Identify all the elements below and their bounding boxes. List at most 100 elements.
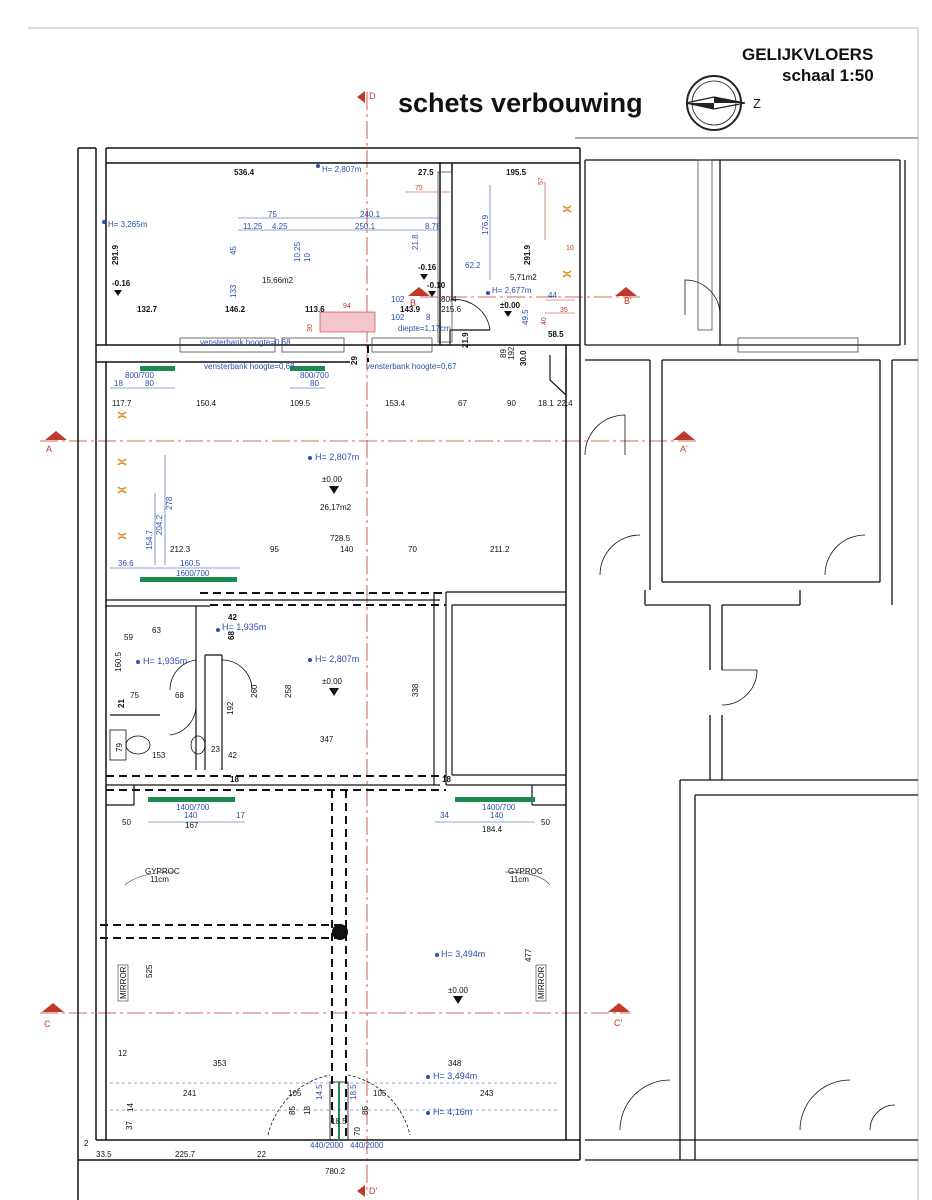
wc-dim-7: 23	[211, 745, 220, 754]
column-marker	[332, 924, 348, 940]
front-sill-3: 105	[373, 1089, 387, 1098]
back-inner-10: 21.8	[411, 234, 420, 250]
wc-dim-3: 68	[175, 691, 184, 700]
main-doors	[169, 299, 491, 1136]
back-room-area: 15,66m2	[262, 276, 294, 285]
living-top-3: 109.5	[290, 399, 311, 408]
back-inner-12: 94	[343, 303, 351, 310]
front-height-3: H= 4,16m	[433, 1107, 472, 1117]
section-label-d-prime: D'	[369, 1186, 377, 1196]
living-top-7: 18.1	[538, 399, 554, 408]
living-bottom-1: 212.3	[170, 545, 191, 554]
toilet-icon	[109, 729, 206, 761]
middle-height: H= 2,807m	[315, 654, 359, 664]
back-inner-1: 240.1	[360, 210, 381, 219]
back-room-width: 536.4	[234, 168, 255, 177]
living-height: H= 2,807m	[315, 452, 359, 462]
level-marker-icon	[114, 290, 122, 296]
living-top-small-1: 18	[114, 379, 123, 388]
small-room-width: 195.5	[506, 168, 527, 177]
section-label-c: C	[44, 1019, 51, 1029]
back-inner-11: 8.78	[425, 222, 441, 231]
small-door-1: 80.4	[441, 295, 457, 304]
gyproc-left-thk: 11cm	[150, 875, 169, 884]
section-label-c-prime: C'	[614, 1018, 622, 1028]
socket-icons	[117, 205, 572, 540]
front-small-6: 18	[303, 1106, 312, 1115]
front-small-11: 18.5	[349, 1084, 358, 1100]
height-point	[308, 456, 312, 460]
small-door-2: 215.6	[441, 305, 462, 314]
gyproc-left: GYPROC	[145, 867, 180, 876]
front-sill-4: 243	[480, 1089, 494, 1098]
section-marker-d	[357, 91, 365, 103]
living-bottom-small-1: 36.6	[118, 559, 134, 568]
section-label-d: D	[369, 91, 376, 101]
living-top-6: 90	[507, 399, 516, 408]
living-left-1: 154.7	[145, 529, 154, 550]
scale-label: schaal 1:50	[782, 66, 874, 85]
red-dimension-lines	[405, 182, 575, 314]
small-room-level-right: ±0.00	[500, 301, 521, 310]
small-red-1: 75	[415, 185, 423, 192]
small-room-area: 5,71m2	[510, 273, 537, 282]
back-room-depth: 291.9	[111, 244, 120, 265]
small-room-top: 27.5	[418, 168, 434, 177]
front-bottom-1: 353	[213, 1059, 227, 1068]
small-door-3: 21.9	[461, 332, 470, 348]
total-width: 780.2	[325, 1167, 346, 1176]
living-top-4: 153.4	[385, 399, 406, 408]
wc-dim-1: 160.5	[114, 651, 123, 672]
front-small-4: 37	[125, 1121, 134, 1130]
mirror-left-label: MIRROR	[119, 966, 128, 999]
front-window-left: 1400/700	[176, 803, 210, 812]
middle-dim-4: 338	[411, 683, 420, 697]
height-point	[308, 658, 312, 662]
front-left-3: 17	[236, 811, 245, 820]
living-bottom-small-2: 160.5	[180, 559, 201, 568]
front-left-2: 167	[185, 821, 199, 830]
small-red-2: 57	[538, 177, 545, 185]
small-red-5: 35	[560, 307, 568, 314]
living-window-bottom: 1600/700	[176, 569, 210, 578]
front-small-9: 18.5	[331, 1117, 347, 1126]
living-top-8: 22.4	[557, 399, 573, 408]
height-point	[426, 1075, 430, 1079]
blue-dimension-lines	[110, 185, 560, 1111]
back-dim-3: 113.6	[305, 305, 325, 314]
hall-height: H= 1,935m	[222, 622, 266, 632]
front-height-right: 477	[524, 948, 533, 962]
section-marker-b	[408, 287, 430, 296]
back-window-note: vensterbank hoogte=0,68	[200, 338, 291, 347]
living-bottom-4: 70	[408, 545, 417, 554]
mirror-right-label: MIRROR	[537, 966, 546, 999]
section-marker-d-prime	[357, 1185, 365, 1197]
back-room-height: H= 2,807m	[322, 165, 362, 174]
back-room-level: -0.16	[112, 279, 131, 288]
gyproc-right-thk: 11cm	[510, 875, 529, 884]
living-bottom-2: 95	[270, 545, 279, 554]
back-inner-4: 11.25	[243, 222, 263, 231]
sheet-border	[28, 27, 919, 1200]
height-point	[136, 660, 140, 664]
window-sills	[140, 366, 535, 802]
floor-label: GELIJKVLOERS	[742, 45, 874, 64]
section-label-b-prime: B'	[624, 296, 632, 306]
corner-dim-2: 18	[442, 775, 451, 784]
wc-dim-8: 42	[228, 751, 237, 760]
exterior-walls	[77, 147, 581, 1200]
front-window-left-w: 140	[184, 811, 198, 820]
middle-small-4: 59	[124, 633, 133, 642]
window-frames	[179, 159, 859, 353]
front-sill-2: 105	[288, 1089, 302, 1098]
small-window-note: diepte=1,17cm	[398, 324, 451, 333]
front-window-right: 1400/700	[482, 803, 516, 812]
section-label-a: A	[46, 444, 52, 454]
small-red-4: 40	[541, 317, 548, 325]
back-inner-13: 102	[391, 295, 405, 304]
front-height-2: H= 3,494m	[433, 1071, 477, 1081]
front-small-2: 2	[84, 1139, 89, 1148]
middle-level: ±0.00	[322, 677, 343, 686]
front-small-5: 85	[288, 1106, 297, 1115]
section-marker-a	[45, 431, 67, 440]
